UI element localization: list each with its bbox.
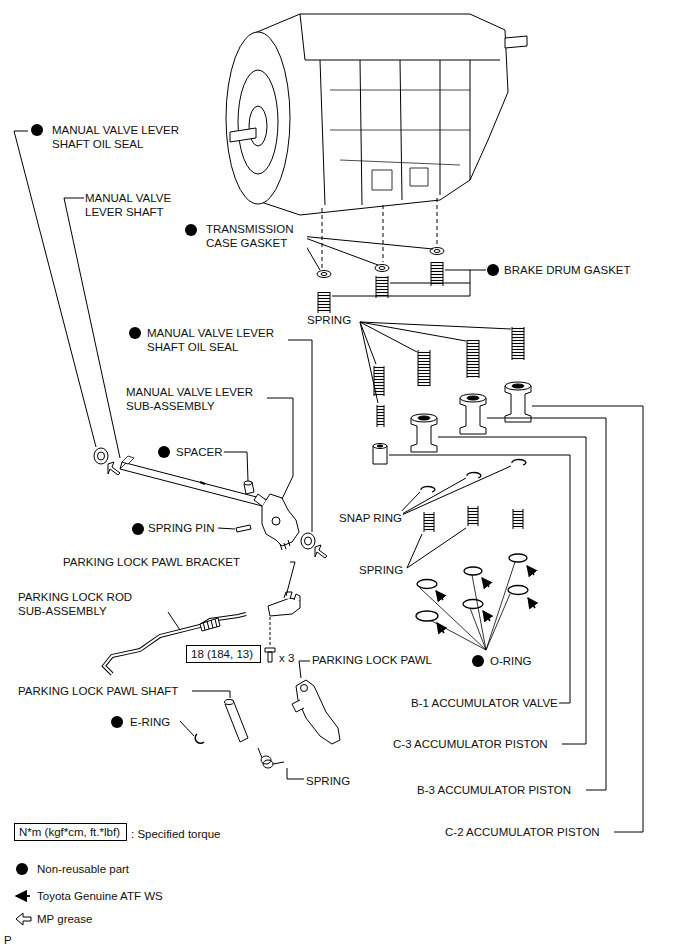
part-label: P	[3, 933, 13, 947]
leader-line	[266, 398, 293, 499]
part-label: PARKING LOCK ROD SUB-ASSEMBLY	[17, 590, 149, 618]
leader-line	[420, 562, 515, 650]
spring	[318, 262, 524, 427]
parking-lock-pawl-shaft	[225, 700, 249, 743]
part-label: BRAKE DRUM GASKET	[503, 263, 632, 277]
parking-lock-pawl-bracket	[268, 592, 300, 616]
snap-ring	[421, 460, 526, 492]
non-reusable-dot	[16, 124, 499, 875]
leader-line	[287, 340, 312, 532]
manual-valve-lever-shaft	[120, 456, 268, 507]
bolt	[265, 648, 275, 662]
transmission-case	[226, 14, 527, 215]
legend-text: Toyota Genuine ATF WS	[37, 889, 163, 903]
manual-valve-lever	[254, 494, 299, 550]
part-label: MANUAL VALVE LEVER SHAFT OIL SEAL	[51, 123, 193, 151]
torque-box: N*m (kgf*cm, ft.*lbf)	[14, 823, 127, 841]
gasket	[317, 248, 444, 278]
part-label: O-RING	[489, 654, 533, 668]
part-label: SPRING	[305, 774, 351, 788]
part-label: PARKING LOCK PAWL SHAFT	[17, 684, 179, 698]
part-label: MANUAL VALVE LEVER SUB-ASSEMBLY	[125, 385, 267, 413]
torque-value: 18 (184, 13)	[191, 647, 253, 661]
spacer	[244, 481, 254, 494]
part-label: SPACER	[175, 445, 223, 459]
mp-grease-arrow	[108, 462, 327, 558]
part-label: PARKING LOCK PAWL	[311, 653, 433, 667]
leader-line	[287, 768, 304, 779]
leader-line	[360, 322, 511, 403]
legend-text: : Specified torque	[131, 827, 221, 841]
parking-lock-pawl	[292, 680, 340, 744]
leader-line	[224, 452, 248, 481]
part-label: SNAP RING	[338, 511, 403, 525]
leader-line	[192, 691, 230, 698]
torque-box: 18 (184, 13)	[186, 645, 261, 663]
part-label: SPRING	[358, 563, 404, 577]
part-label: MANUAL VALVE LEVER SHAFT	[84, 191, 182, 219]
leader-line	[218, 528, 235, 529]
part-label: SPRING PIN	[147, 521, 215, 535]
leader-line	[407, 528, 466, 568]
leader-line	[487, 418, 606, 790]
legend-text: Non-reusable part	[37, 862, 129, 876]
leader-line	[395, 466, 511, 518]
leader-line	[180, 721, 194, 736]
leader-line	[299, 661, 310, 678]
spring	[424, 506, 523, 532]
leader-line	[168, 612, 180, 630]
dashed-guide	[322, 198, 437, 268]
part-label: PARKING LOCK PAWL BRACKET	[62, 555, 241, 569]
o-ring	[416, 554, 528, 621]
legend-grease-arrow	[16, 913, 31, 925]
accumulator-piston	[373, 382, 531, 464]
e-ring	[195, 734, 204, 743]
part-label: E-RING	[129, 715, 171, 729]
part-label: MANUAL VALVE LEVER SHAFT OIL SEAL	[146, 326, 288, 354]
part-label: C-2 ACCUMULATOR PISTON	[444, 825, 601, 839]
legend-text: MP grease	[37, 912, 92, 926]
atf-arrow	[436, 566, 535, 633]
part-label: B-1 ACCUMULATOR VALVE	[410, 696, 559, 710]
part-label: B-3 ACCUMULATOR PISTON	[416, 783, 572, 797]
spring-pin	[236, 525, 251, 532]
legend-atf-arrow	[16, 895, 30, 897]
leader-line	[532, 406, 643, 832]
torque-value: N*m (kgf*cm, ft.*lbf)	[19, 825, 120, 839]
part-label: x 3	[278, 651, 295, 665]
part-label: C-3 ACCUMULATOR PISTON	[392, 737, 549, 751]
pawl-spring	[258, 748, 284, 768]
part-label: TRANSMISSION CASE GASKET	[205, 222, 307, 250]
dashed-guide	[270, 617, 271, 646]
part-label: SPRING	[306, 313, 352, 327]
leader-line	[332, 270, 486, 296]
leader-line	[286, 562, 295, 596]
leader-line	[300, 236, 433, 270]
